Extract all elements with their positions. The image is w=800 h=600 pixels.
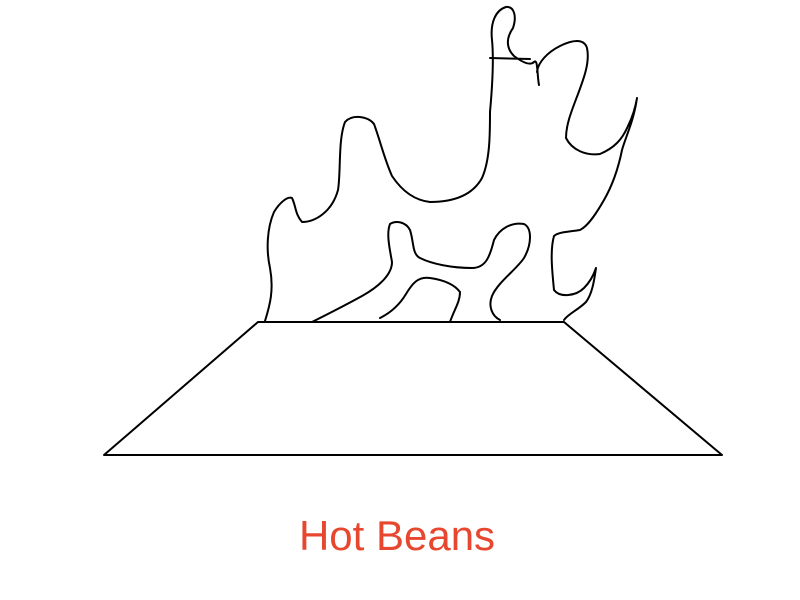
caption-title: Hot Beans <box>298 512 496 559</box>
flame-outline-right <box>536 40 638 321</box>
pot-trapezoid <box>103 321 723 456</box>
flame-inner-left <box>311 221 531 323</box>
flame-tip-crossbar <box>489 57 531 60</box>
flame-inner-arch <box>379 276 461 323</box>
flame-outline-main <box>264 5 540 322</box>
